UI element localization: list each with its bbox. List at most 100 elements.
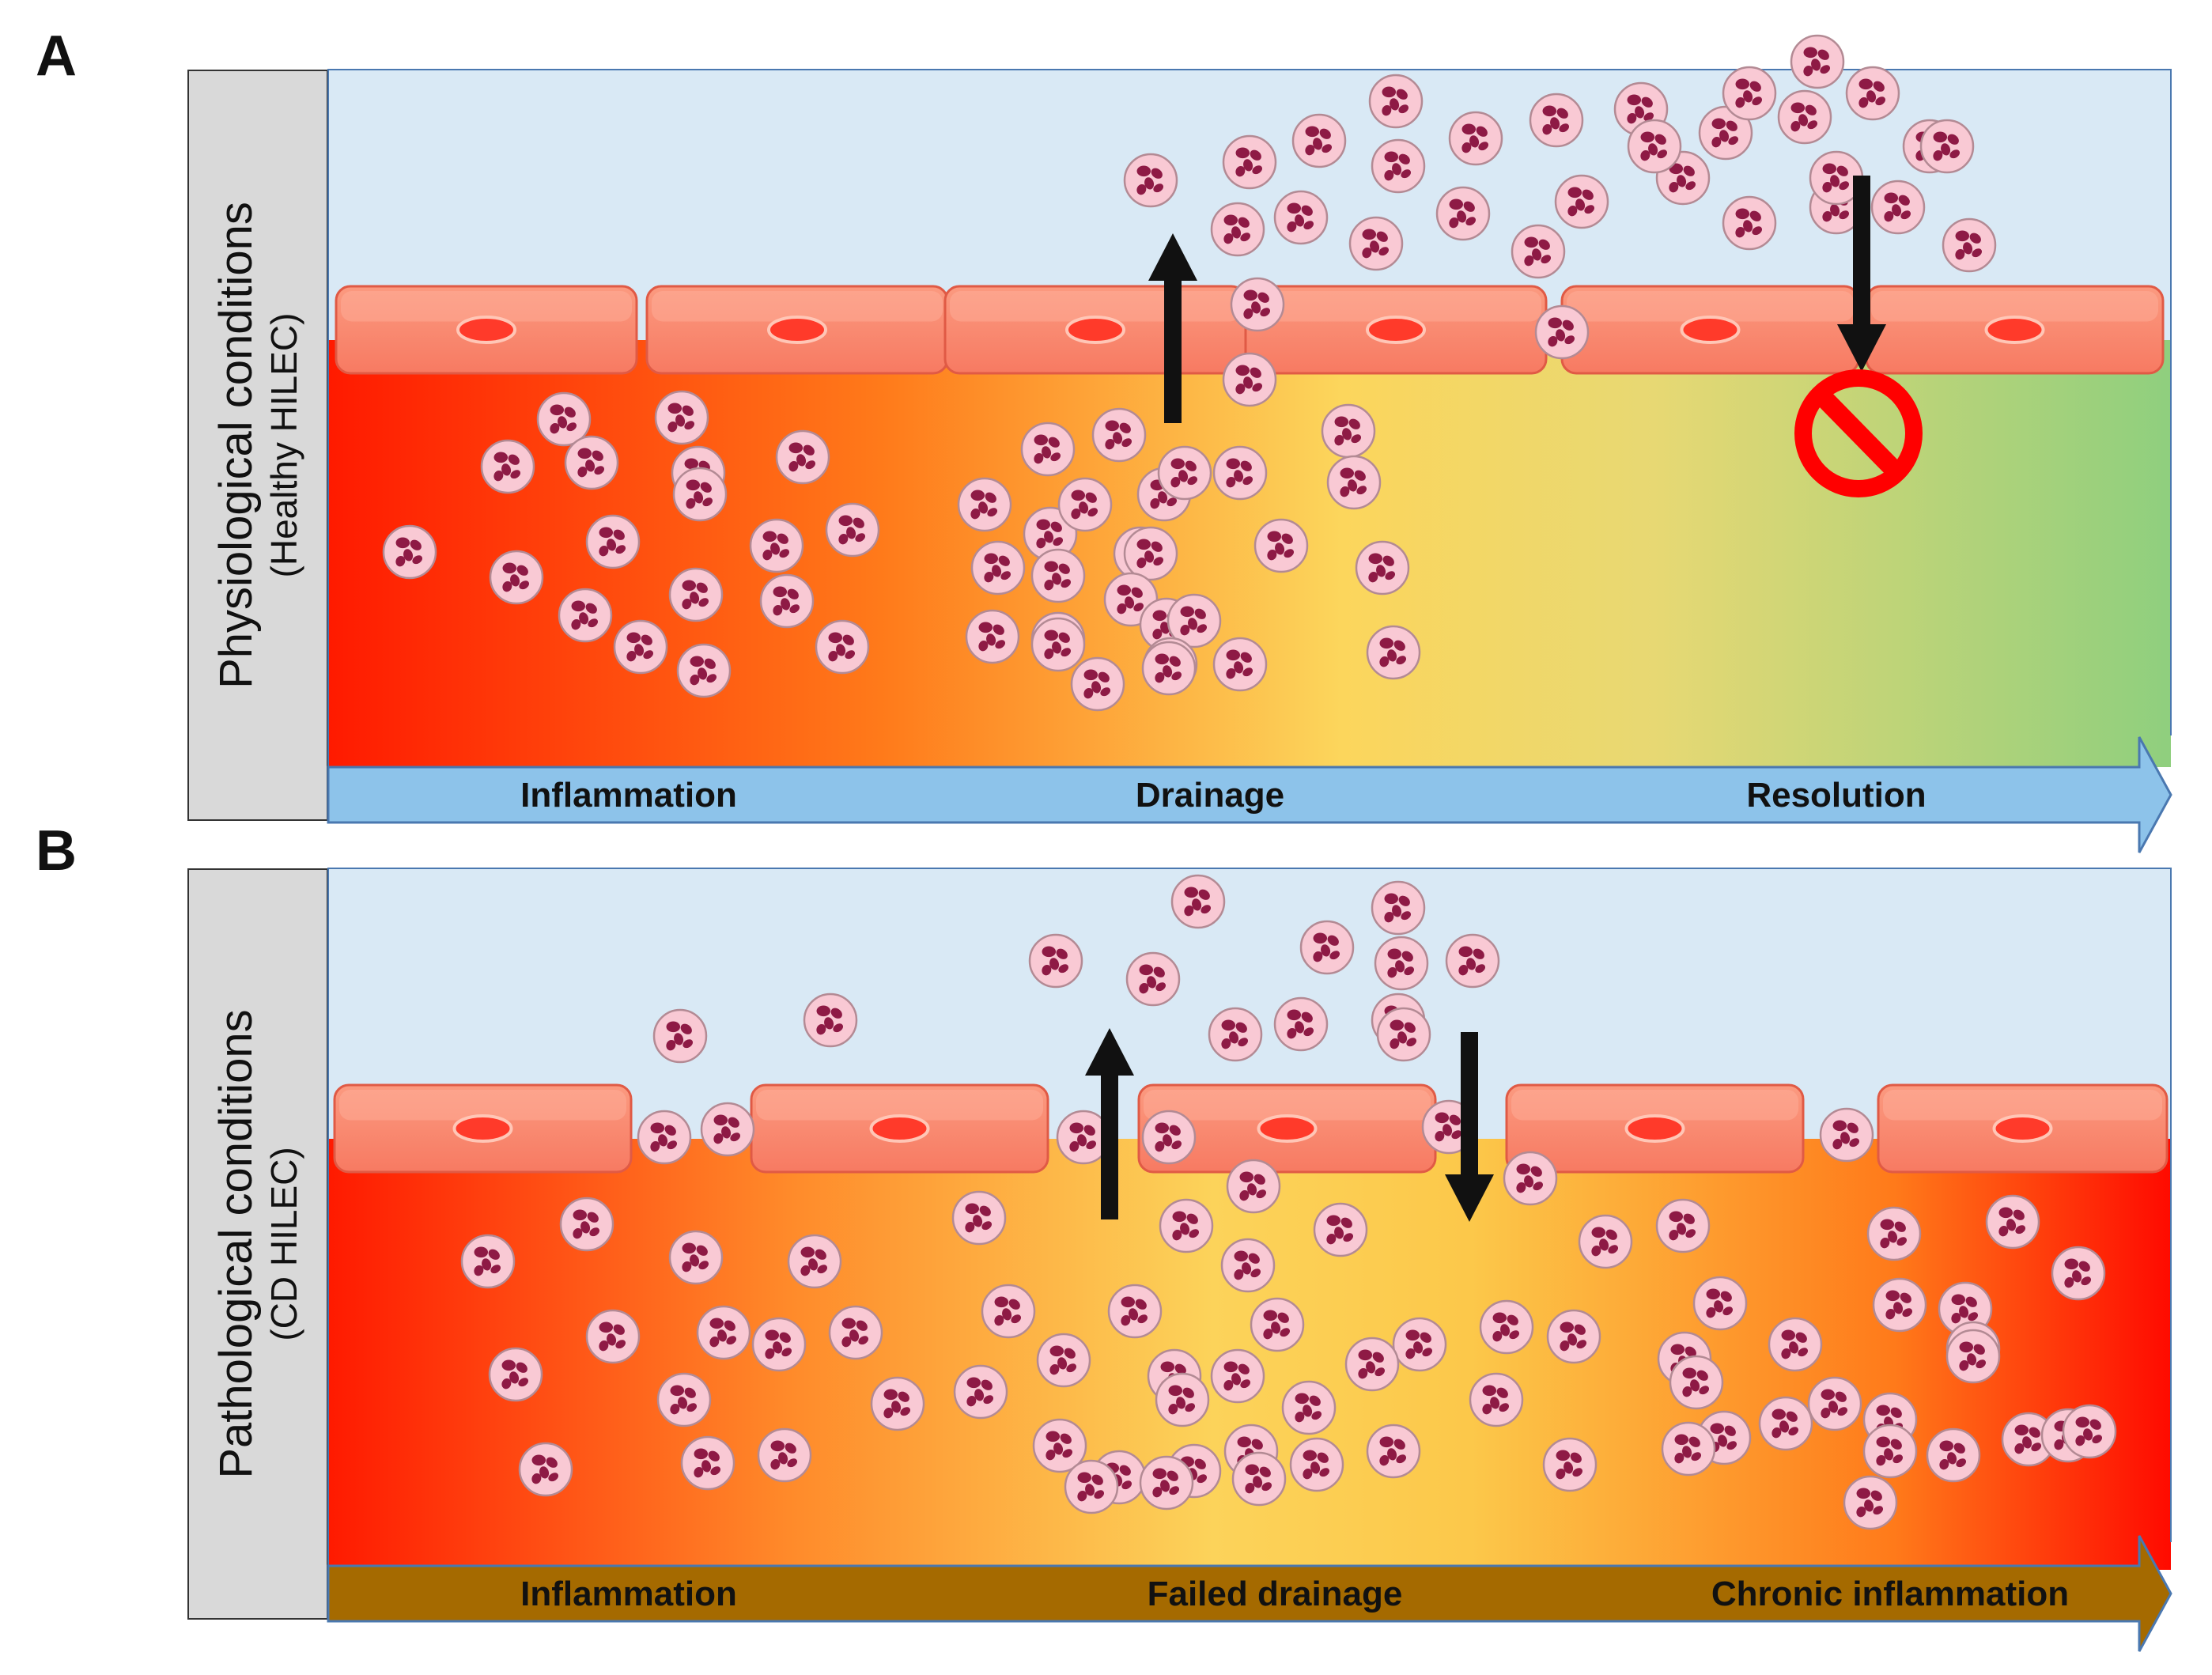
no-entry-icon: [1794, 369, 1923, 497]
neutrophil-icon: [815, 619, 870, 675]
neutrophil-icon: [1123, 153, 1178, 208]
neutrophil-icon: [1123, 526, 1178, 581]
neutrophil-icon: [1870, 180, 1926, 235]
neutrophil-icon: [1866, 1206, 1922, 1261]
neutrophil-icon: [1862, 1424, 1918, 1479]
neutrophil-icon: [751, 1317, 807, 1372]
neutrophil-icon: [1220, 1238, 1276, 1293]
neutrophil-icon: [1208, 1007, 1263, 1062]
neutrophil-icon: [1028, 933, 1083, 989]
neutrophil-icon: [1030, 617, 1086, 672]
reentry-down-arrow-b: [1445, 1032, 1494, 1222]
neutrophil-icon: [1222, 352, 1277, 407]
neutrophil-icon: [536, 391, 592, 447]
nucleus-icon: [1992, 1114, 2053, 1143]
neutrophil-icon: [1020, 422, 1076, 477]
neutrophil-icon: [1542, 1437, 1598, 1492]
neutrophil-icon: [1023, 506, 1078, 561]
neutrophil-icon: [1289, 1437, 1344, 1492]
panel-a: Inflammation Drainage Resolution: [327, 34, 2172, 853]
neutrophil-icon: [1819, 1107, 1874, 1163]
nucleus-icon: [1984, 316, 2045, 344]
neutrophil-icon: [672, 467, 728, 522]
neutrophil-icon: [382, 524, 437, 580]
neutrophil-icon: [1057, 477, 1113, 532]
neutrophil-icon: [1655, 1198, 1711, 1253]
neutrophil-icon: [1141, 1110, 1197, 1165]
nucleus-icon: [1624, 1114, 1685, 1143]
neutrophil-icon: [1166, 593, 1222, 648]
neutrophil-icon: [1125, 951, 1181, 1007]
panel-b: Inflammation Failed drainage Chronic inf…: [327, 868, 2172, 1652]
side-label-box-a: Physiological conditions (Healthy HILEC): [187, 70, 328, 821]
neutrophil-icon: [1669, 1355, 1724, 1410]
neutrophil-icon: [1469, 1372, 1524, 1427]
neutrophil-icon: [1807, 1376, 1862, 1431]
reentry-down-arrow-a: [1837, 176, 1886, 372]
neutrophil-icon: [613, 619, 668, 675]
neutrophil-icon: [1230, 277, 1285, 332]
neutrophil-icon: [1919, 119, 1975, 174]
neutrophil-icon: [1661, 1421, 1716, 1476]
nucleus-icon: [452, 1114, 513, 1143]
neutrophil-icon: [1281, 1380, 1337, 1435]
neutrophil-icon: [953, 1364, 1008, 1420]
neutrophil-icon: [1479, 1299, 1534, 1355]
neutrophil-icon: [1139, 1455, 1194, 1511]
stage-label-b-1: Inflammation: [520, 1575, 737, 1613]
neutrophil-icon: [1945, 1329, 2001, 1384]
neutrophil-icon: [676, 643, 732, 698]
neutrophil-icon: [1036, 1333, 1091, 1388]
drainage-up-arrow-b: [1085, 1028, 1134, 1219]
neutrophil-icon: [1210, 202, 1265, 257]
panel-letter-b: B: [36, 819, 77, 883]
neutrophil-icon: [1366, 625, 1421, 680]
neutrophil-icon: [1313, 1202, 1368, 1257]
neutrophil-icon: [558, 588, 613, 643]
neutrophil-icon: [1698, 105, 1753, 161]
neutrophil-icon: [559, 1197, 614, 1252]
neutrophil-icon: [1809, 150, 1864, 206]
neutrophil-icon: [1355, 540, 1410, 596]
endothelial-cell-b-1: [333, 1083, 633, 1174]
stage-label-a-2: Drainage: [1136, 776, 1284, 815]
neutrophil-icon: [637, 1110, 692, 1165]
stage-arrow-b: [327, 1535, 2172, 1652]
neutrophil-icon: [1845, 66, 1900, 121]
neutrophil-icon: [1253, 518, 1309, 573]
neutrophil-icon: [656, 1372, 712, 1427]
nucleus-icon: [1680, 316, 1741, 344]
neutrophil-icon: [1291, 113, 1347, 168]
neutrophil-icon: [1299, 920, 1355, 975]
neutrophil-icon: [1250, 1297, 1305, 1352]
neutrophil-icon: [652, 1008, 708, 1064]
neutrophil-icon: [1942, 217, 1997, 273]
neutrophil-icon: [1371, 138, 1426, 194]
neutrophil-icon: [1722, 66, 1777, 121]
neutrophil-icon: [518, 1442, 573, 1497]
neutrophil-icon: [1231, 1451, 1287, 1507]
neutrophil-icon: [1435, 186, 1491, 241]
neutrophil-icon: [1032, 1418, 1087, 1473]
neutrophil-icon: [1872, 1277, 1927, 1333]
neutrophil-icon: [1627, 119, 1682, 174]
neutrophil-icon: [759, 573, 815, 629]
neutrophil-icon: [1056, 1110, 1111, 1165]
neutrophil-icon: [1273, 996, 1329, 1052]
neutrophil-icon: [828, 1305, 883, 1360]
neutrophil-icon: [1448, 111, 1503, 166]
neutrophil-icon: [1546, 1309, 1601, 1364]
neutrophil-icon: [757, 1427, 812, 1483]
endothelial-cell-a-4: [1244, 285, 1548, 375]
neutrophil-icon: [564, 435, 619, 490]
neutrophil-icon: [654, 390, 709, 445]
neutrophil-icon: [1210, 1348, 1265, 1404]
neutrophil-icon: [1141, 641, 1197, 696]
stage-label-b-2: Failed drainage: [1148, 1575, 1403, 1613]
endothelial-cell-b-2: [750, 1083, 1049, 1174]
neutrophil-icon: [1344, 1337, 1400, 1392]
neutrophil-icon: [1376, 1007, 1431, 1062]
neutrophil-icon: [1503, 1151, 1558, 1206]
panel-letter-a: A: [36, 25, 77, 88]
